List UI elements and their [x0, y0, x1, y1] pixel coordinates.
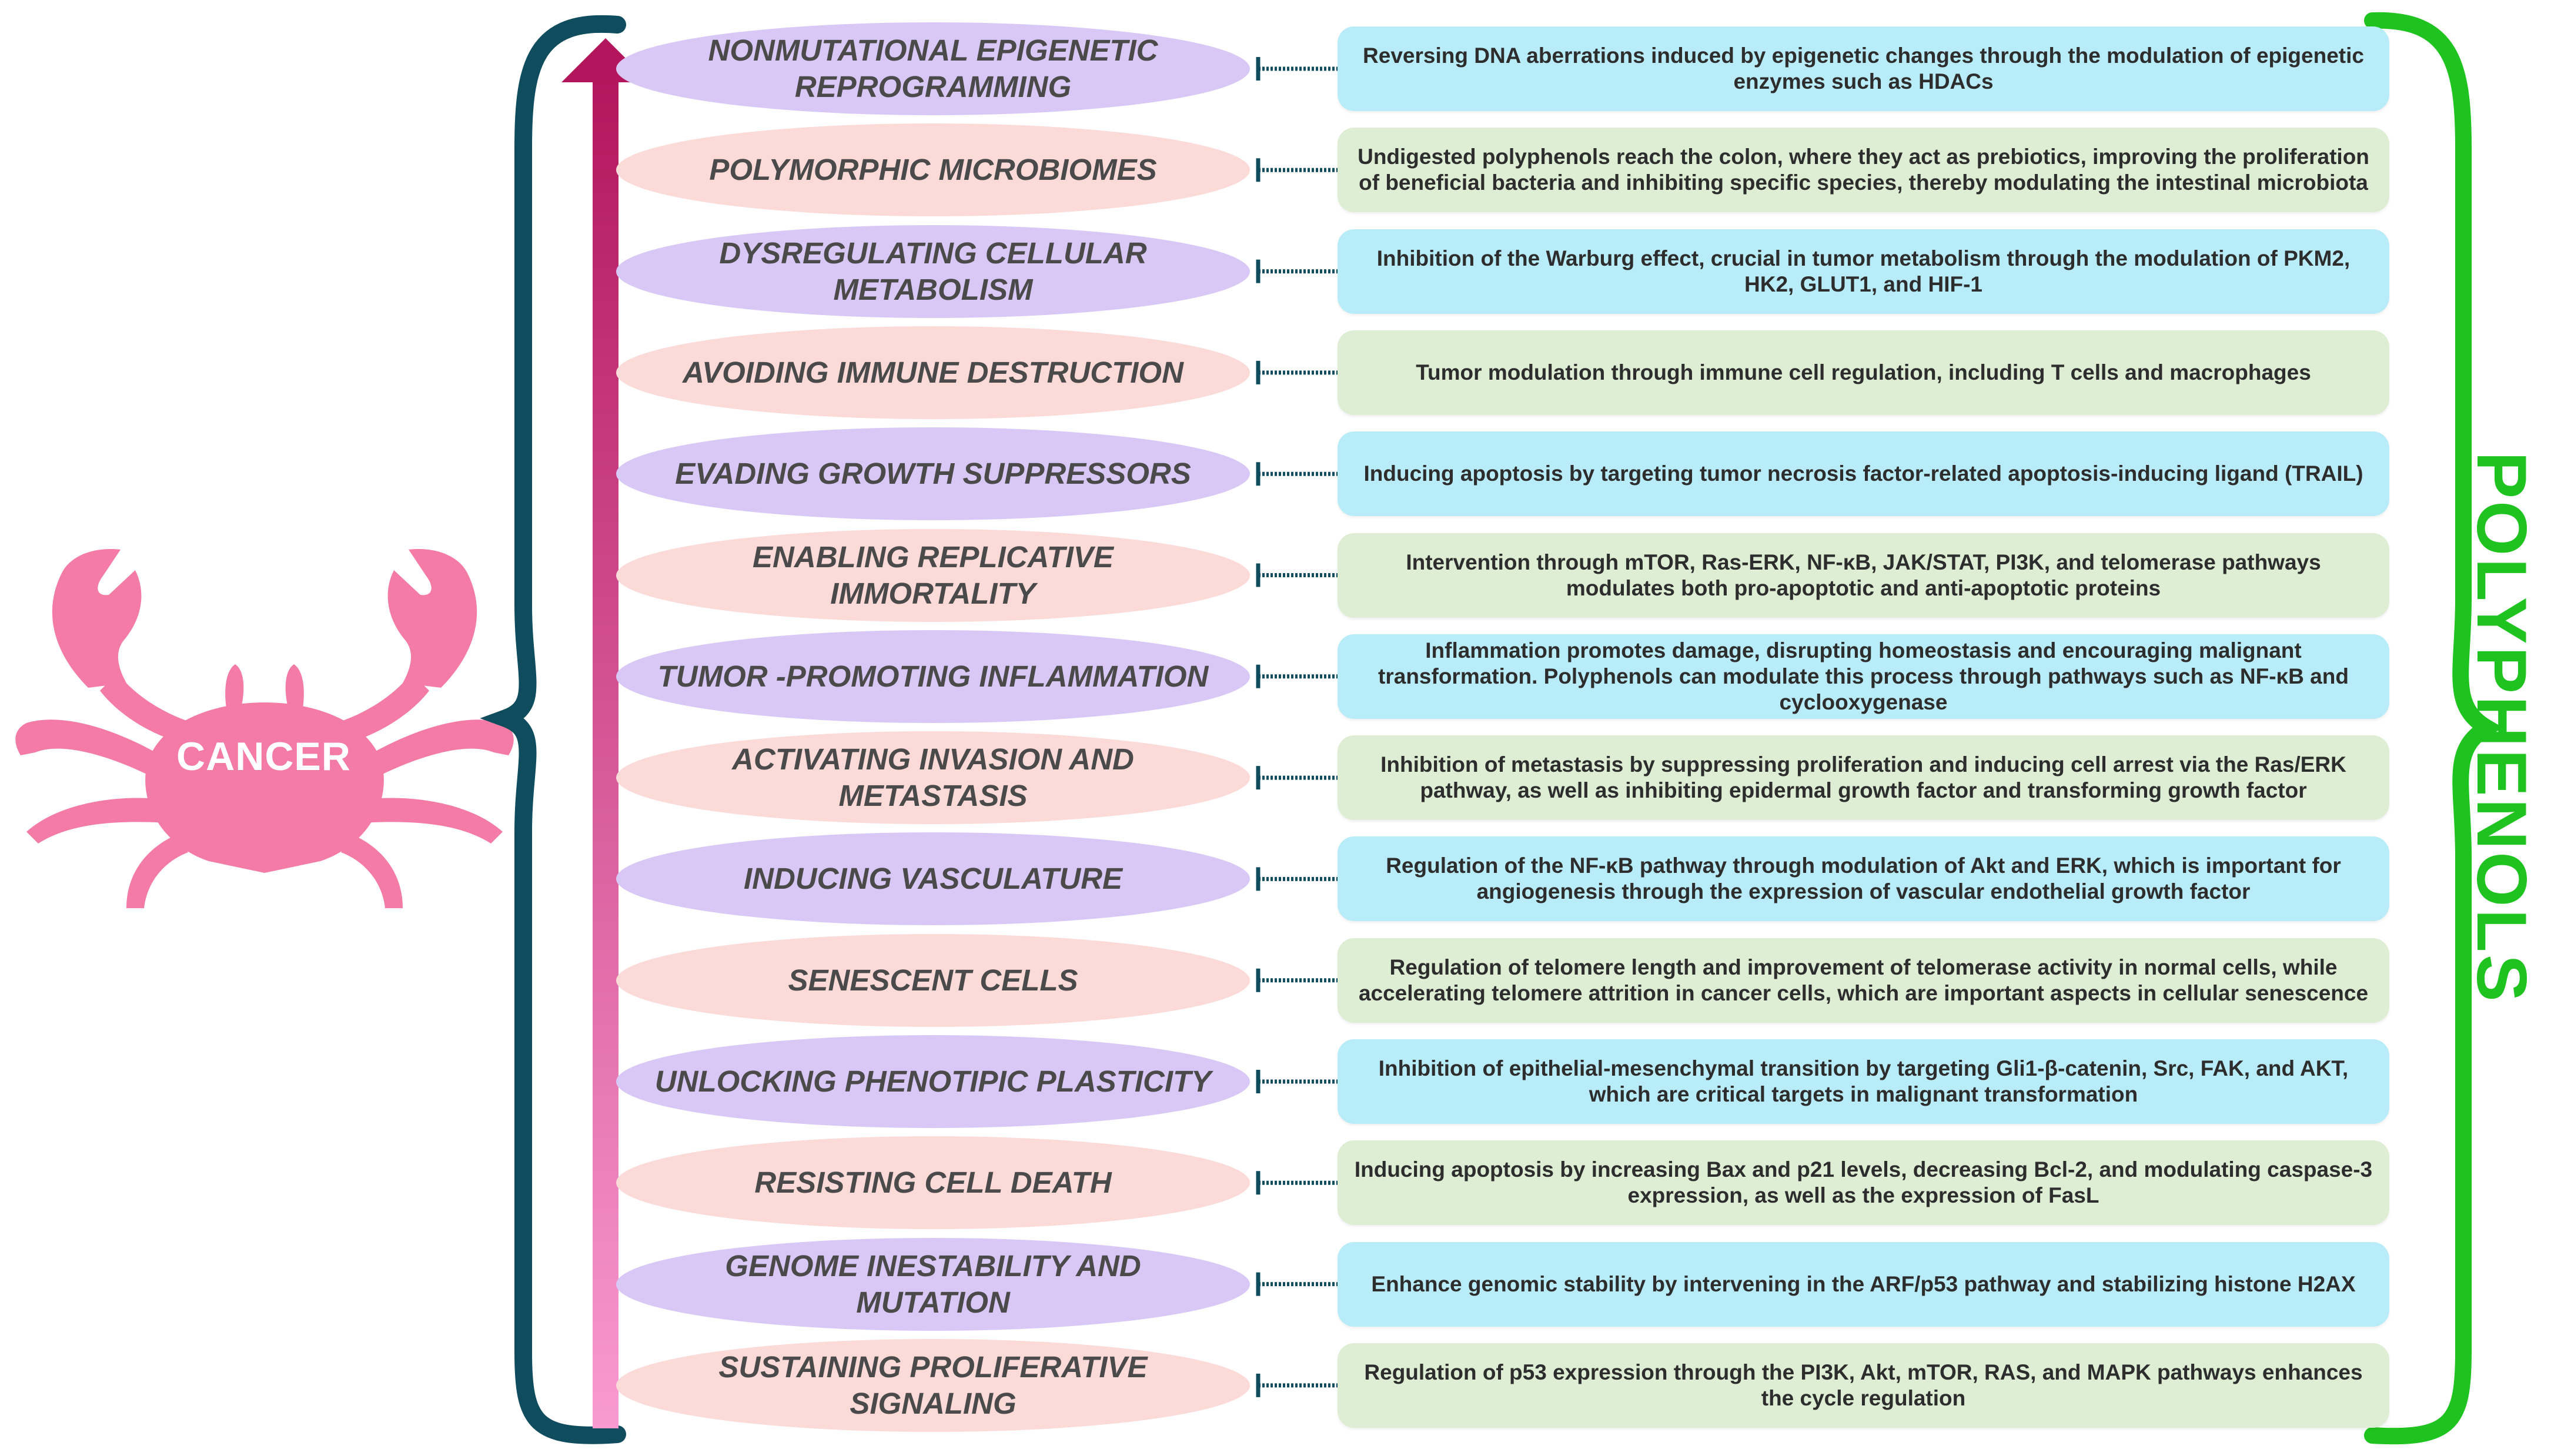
hallmark-oval: EVADING GROWTH SUPPRESSORS	[616, 427, 1250, 521]
hallmark-label: GENOME INESTABILITY AND MUTATION	[725, 1249, 1141, 1319]
mechanism-box: Inducing apoptosis by targeting tumor ne…	[1338, 431, 2389, 517]
hallmark-label: NONMUTATIONAL EPIGENETIC REPROGRAMMING	[708, 34, 1158, 103]
mechanism-box: Reversing DNA aberrations induced by epi…	[1338, 26, 2389, 111]
hallmark-label: DYSREGULATING CELLULAR METABOLISM	[719, 236, 1147, 306]
hallmark-label: POLYMORPHIC MICROBIOMES	[709, 153, 1157, 187]
cancer-label: CANCER	[176, 734, 351, 779]
mechanism-text: Inducing apoptosis by increasing Bax and…	[1354, 1157, 2373, 1208]
hallmark-oval: GENOME INESTABILITY AND MUTATION	[616, 1237, 1250, 1331]
hallmark-oval: SUSTAINING PROLIFERATIVE SIGNALING	[616, 1338, 1250, 1432]
mechanism-box: Inhibition of the Warburg effect, crucia…	[1338, 229, 2389, 314]
mechanism-text: Intervention through mTOR, Ras-ERK, NF-κ…	[1406, 550, 2321, 600]
mechanism-text: Enhance genomic stability by intervening…	[1371, 1271, 2356, 1296]
mechanism-box: Regulation of the NF-κB pathway through …	[1338, 836, 2389, 922]
crab-icon	[15, 549, 514, 908]
mechanism-text: Inducing apoptosis by targeting tumor ne…	[1363, 461, 2363, 486]
hallmark-oval: ENABLING REPLICATIVE IMMORTALITY	[616, 528, 1250, 622]
left-brace	[480, 15, 626, 1444]
hallmark-oval: AVOIDING IMMUNE DESTRUCTION	[616, 326, 1250, 419]
hallmark-oval: INDUCING VASCULATURE	[616, 832, 1250, 926]
hallmark-label: EVADING GROWTH SUPPRESSORS	[675, 457, 1191, 491]
hallmark-oval: ACTIVATING INVASION AND METASTASIS	[616, 731, 1250, 825]
hallmark-oval: SENESCENT CELLS	[616, 933, 1250, 1027]
hallmark-label: AVOIDING IMMUNE DESTRUCTION	[683, 355, 1183, 389]
mechanism-text: Inflammation promotes damage, disrupting…	[1378, 638, 2349, 714]
polyphenols-label: POLYPHENOLS	[2462, 451, 2541, 1004]
mechanism-box: Undigested polyphenols reach the colon, …	[1338, 128, 2389, 213]
mechanism-text: Reversing DNA aberrations induced by epi…	[1363, 43, 2364, 93]
mechanism-text: Regulation of p53 expression through the…	[1364, 1360, 2363, 1410]
hallmark-oval: TUMOR -PROMOTING INFLAMMATION	[616, 630, 1250, 723]
hallmark-oval: NONMUTATIONAL EPIGENETIC REPROGRAMMING	[616, 22, 1250, 115]
up-arrow-icon	[593, 76, 618, 1428]
mechanism-text: Inhibition of metastasis by suppressing …	[1380, 752, 2346, 803]
mechanism-box: Inhibition of epithelial-mesenchymal tra…	[1338, 1039, 2389, 1124]
hallmark-label: ACTIVATING INVASION AND METASTASIS	[732, 742, 1134, 813]
hallmark-label: INDUCING VASCULATURE	[743, 862, 1123, 896]
hallmark-oval: RESISTING CELL DEATH	[616, 1136, 1250, 1230]
hallmark-label: ENABLING REPLICATIVE IMMORTALITY	[753, 540, 1114, 610]
mechanism-box: Intervention through mTOR, Ras-ERK, NF-κ…	[1338, 533, 2389, 618]
mechanism-box: Regulation of telomere length and improv…	[1338, 938, 2389, 1023]
hallmark-label: TUMOR -PROMOTING INFLAMMATION	[657, 659, 1209, 693]
hallmark-label: SENESCENT CELLS	[788, 963, 1078, 997]
mechanism-box: Inflammation promotes damage, disrupting…	[1338, 634, 2389, 719]
mechanism-text: Inhibition of epithelial-mesenchymal tra…	[1378, 1056, 2349, 1106]
mechanism-box: Regulation of p53 expression through the…	[1338, 1343, 2389, 1428]
mechanism-text: Tumor modulation through immune cell reg…	[1416, 360, 2311, 384]
right-brace	[2364, 12, 2503, 1445]
mechanism-text: Inhibition of the Warburg effect, crucia…	[1376, 246, 2351, 296]
hallmark-label: SUSTAINING PROLIFERATIVE SIGNALING	[718, 1350, 1148, 1420]
mechanism-text: Regulation of the NF-κB pathway through …	[1386, 853, 2341, 904]
hallmark-oval: POLYMORPHIC MICROBIOMES	[616, 123, 1250, 217]
mechanism-box: Inducing apoptosis by increasing Bax and…	[1338, 1140, 2389, 1226]
hallmark-label: RESISTING CELL DEATH	[754, 1166, 1112, 1200]
mechanism-text: Regulation of telomere length and improv…	[1358, 955, 2369, 1005]
mechanism-box: Tumor modulation through immune cell reg…	[1338, 330, 2389, 415]
mechanism-box: Enhance genomic stability by intervening…	[1338, 1241, 2389, 1327]
mechanism-box: Inhibition of metastasis by suppressing …	[1338, 735, 2389, 821]
hallmark-oval: DYSREGULATING CELLULAR METABOLISM	[616, 225, 1250, 318]
hallmark-label: UNLOCKING PHENOTIPIC PLASTICITY	[654, 1065, 1212, 1098]
mechanism-text: Undigested polyphenols reach the colon, …	[1358, 145, 2369, 195]
hallmark-oval: UNLOCKING PHENOTIPIC PLASTICITY	[616, 1035, 1250, 1128]
